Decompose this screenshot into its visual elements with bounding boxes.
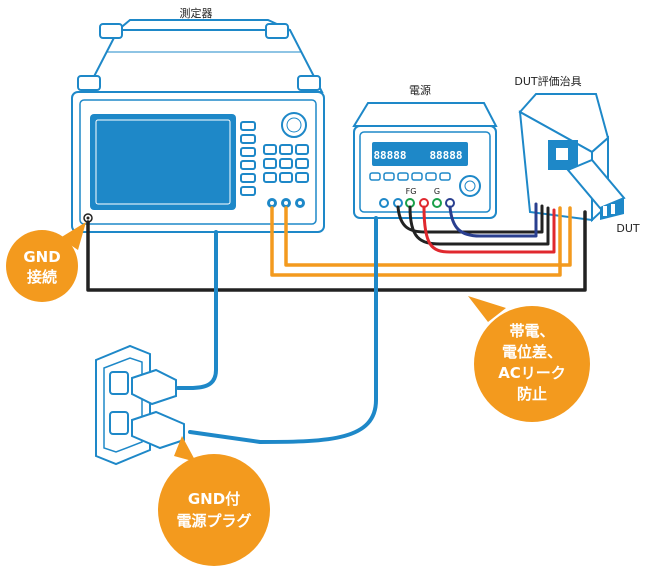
red-lead [422, 205, 556, 254]
dut-fixture [518, 93, 626, 223]
power-supply [352, 102, 498, 219]
callout-static-line1: 帯電、 [509, 322, 554, 340]
dut-label: DUT [616, 222, 640, 235]
psu-power-cord [188, 216, 378, 444]
gnd-cable [86, 210, 587, 292]
g-label: G [434, 187, 440, 196]
callout-static-line2: 電位差、 [502, 343, 562, 361]
callout-plug: GND付 電源プラグ [158, 436, 270, 566]
psu-readout-right: 88888 [429, 149, 462, 162]
orange-cable-2 [284, 206, 572, 267]
measuring-instrument [71, 19, 325, 233]
callout-plug-line1: GND付 [188, 490, 240, 508]
meter-power-cord [176, 230, 218, 390]
wall-outlet [95, 344, 185, 466]
cables [86, 202, 587, 444]
psu-readout-left: 88888 [373, 149, 406, 162]
callout-gnd-line1: GND [23, 248, 60, 266]
callout-gnd-line2: 接続 [27, 268, 57, 286]
black-lead-2 [408, 205, 550, 246]
callout-gnd-connect: GND 接続 [6, 222, 86, 302]
navy-lead [448, 202, 538, 238]
power-supply-label: 電源 [409, 83, 431, 97]
fixture-label: DUT評価治具 [514, 74, 581, 88]
meter-label: 測定器 [180, 6, 213, 20]
callout-static: 帯電、 電位差、 ACリーク 防止 [468, 296, 590, 422]
callout-plug-line2: 電源プラグ [176, 512, 251, 530]
fg-label: FG [406, 187, 417, 196]
callout-static-line3: ACリーク [498, 364, 566, 382]
callout-static-line4: 防止 [517, 385, 547, 403]
orange-cable-1 [270, 206, 562, 277]
